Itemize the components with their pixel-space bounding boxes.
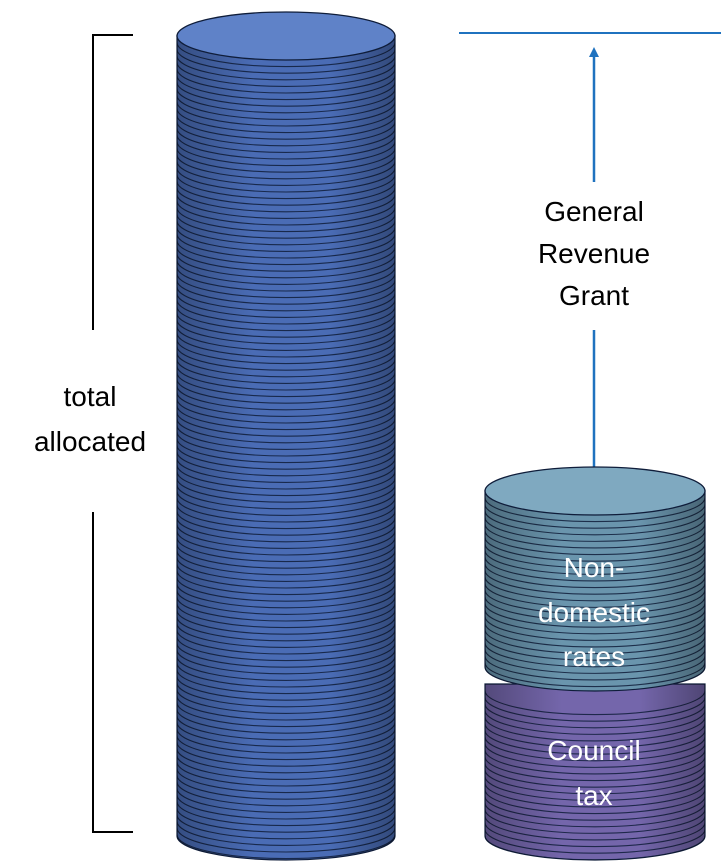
nondomestic-label-line-1: Non- [564, 552, 625, 583]
nondom-stack-shading [485, 491, 705, 691]
nondom-stack-top-face [484, 466, 706, 516]
council-label-line-1: Council [547, 735, 640, 766]
grant-label-line-1: General [544, 196, 644, 227]
council-tax-coin-stack [484, 683, 706, 861]
grant-label-line-3: Grant [559, 280, 629, 311]
nondomestic-label-line-2: domestic [538, 597, 650, 628]
total-bracket [92, 34, 133, 833]
total-label-line-2: allocated [34, 426, 146, 457]
grant-label-line-2: Revenue [538, 238, 650, 269]
tall-stack-top-face [176, 11, 396, 61]
total-label-line-1: total [64, 381, 117, 412]
bracket-upper [92, 34, 133, 330]
bracket-lower [92, 512, 133, 833]
total-allocated-coin-stack [176, 11, 396, 861]
council-label-line-2: tax [575, 780, 612, 811]
nondomestic-rates-coin-stack [484, 466, 706, 692]
nondomestic-label-line-3: rates [563, 641, 625, 672]
tall-stack-shading [177, 36, 395, 860]
council-stack-shading [485, 684, 705, 860]
